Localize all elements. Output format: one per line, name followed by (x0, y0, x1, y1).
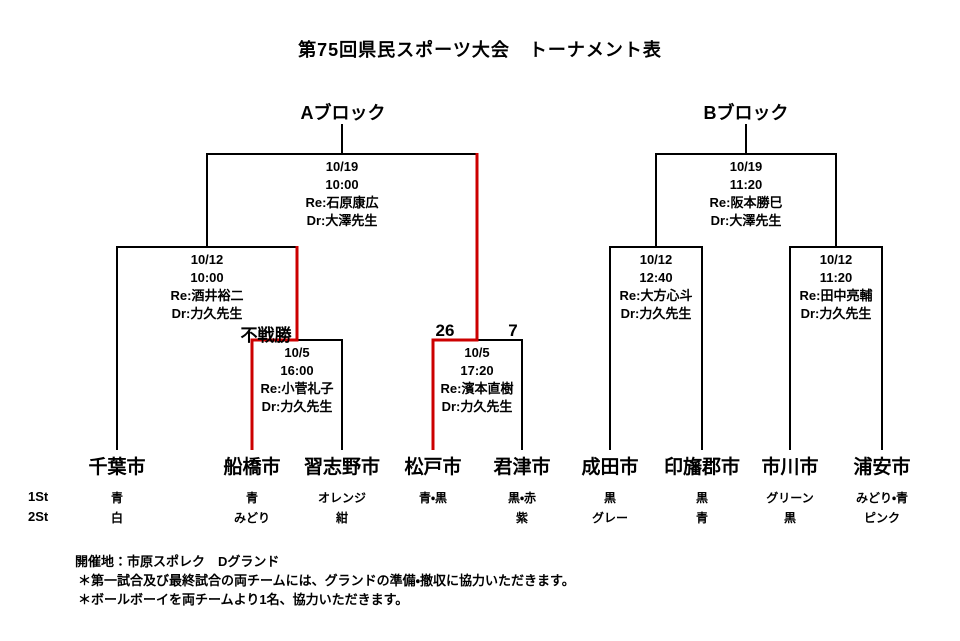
team-urayasu: 浦安市 (853, 457, 911, 478)
match-doctor: Dr:力久先生 (620, 306, 692, 321)
match-date: 10/12 (639, 252, 673, 267)
venue-note: 開催地：市原スポレク Dグランド (75, 554, 280, 569)
match-a-final: 10/19 10:00 Re:石原康広 Dr:大澤先生 (272, 158, 412, 230)
match-doctor: Dr:力久先生 (441, 399, 513, 414)
match-doctor: Dr:大澤先生 (306, 213, 378, 228)
match-date: 10/19 (729, 159, 763, 174)
uniform-1st: 青・黒 (418, 491, 448, 505)
match-doctor: Dr:大澤先生 (710, 213, 782, 228)
uniform-1st: 青 (110, 491, 123, 505)
footer-note-1: ＊第一試合及び最終試合の両チームには、グランドの準備・撤収に協力いただきます。 (78, 573, 575, 588)
match-b-semi-left: 10/12 12:40 Re:大方心斗 Dr:力久先生 (586, 251, 726, 323)
match-b-final: 10/19 11:20 Re:阪本勝巳 Dr:大澤先生 (676, 158, 816, 230)
uniform-row2-label: 2St (28, 509, 49, 524)
score-kimitsu: 7 (508, 321, 518, 340)
uniform-row1-label: 1St (28, 489, 49, 504)
uniform-2nd: 紺 (335, 511, 348, 525)
match-referee: Re:濱本直樹 (440, 381, 514, 396)
match-referee: Re:酒井裕二 (170, 288, 244, 303)
uniform-1st: 青 (245, 491, 258, 505)
uniform-2nd: みどり (233, 511, 270, 525)
match-a-semi: 10/12 10:00 Re:酒井裕二 Dr:力久先生 (137, 251, 277, 323)
match-time: 10:00 (190, 270, 224, 285)
match-doctor: Dr:力久先生 (800, 306, 872, 321)
match-date: 10/12 (819, 252, 853, 267)
uniform-1st: 黒 (695, 491, 708, 505)
uniform-1st: オレンジ (317, 491, 366, 505)
match-date: 10/5 (284, 345, 310, 360)
team-inba: 印旛郡市 (663, 457, 740, 478)
match-time: 12:40 (639, 270, 673, 285)
team-narashino: 習志野市 (303, 457, 380, 478)
uniform-2nd: 黒 (783, 511, 796, 525)
match-time: 17:20 (460, 363, 494, 378)
match-time: 16:00 (280, 363, 314, 378)
match-referee: Re:阪本勝巳 (709, 195, 783, 210)
match-a-round1-right: 10/5 17:20 Re:濱本直樹 Dr:力久先生 (407, 344, 547, 416)
winner-path-matsudo (431, 153, 479, 450)
match-time: 11:20 (819, 270, 853, 285)
match-time: 11:20 (729, 177, 763, 192)
match-a-round1-left: 10/5 16:00 Re:小菅礼子 Dr:力久先生 (227, 344, 367, 416)
team-ichikawa: 市川市 (761, 457, 819, 478)
team-narita: 成田市 (581, 457, 639, 478)
uniform-1st: みどり・青 (855, 491, 909, 505)
uniform-1st: 黒・赤 (507, 491, 537, 505)
uniform-2nd: ピンク (863, 511, 900, 525)
uniform-2nd: 紫 (515, 511, 528, 525)
uniform-1st: 黒 (603, 491, 616, 505)
match-doctor: Dr:力久先生 (171, 306, 243, 321)
match-time: 10:00 (325, 177, 359, 192)
team-matsudo: 松戸市 (404, 457, 462, 478)
match-referee: Re:大方心斗 (619, 288, 693, 303)
match-date: 10/12 (190, 252, 224, 267)
team-kimitsu: 君津市 (493, 457, 551, 478)
match-referee: Re:石原康広 (305, 195, 379, 210)
uniform-2nd: 白 (110, 511, 123, 525)
match-referee: Re:田中亮輔 (799, 288, 873, 303)
uniform-2nd: グレー (591, 511, 628, 525)
team-funabashi: 船橋市 (223, 457, 281, 478)
match-date: 10/5 (464, 345, 490, 360)
match-date: 10/19 (325, 159, 359, 174)
block-b-label: Bブロック (703, 103, 789, 123)
footer-note-2: ＊ボールボーイを両チームより1名、協力いただきます。 (78, 592, 409, 607)
uniform-1st: グリーン (766, 491, 814, 505)
match-b-semi-right: 10/12 11:20 Re:田中亮輔 Dr:力久先生 (766, 251, 906, 323)
walkover-note: 不戦勝 (240, 326, 292, 345)
score-matsudo: 26 (435, 321, 455, 340)
match-doctor: Dr:力久先生 (261, 399, 333, 414)
winner-path-funabashi (250, 246, 299, 450)
team-chiba: 千葉市 (88, 457, 146, 478)
block-a-label: Aブロック (300, 103, 386, 123)
uniform-2nd: 青 (695, 511, 708, 525)
page-title: 第75回県民スポーツ大会 トーナメント表 (298, 40, 662, 60)
match-referee: Re:小菅礼子 (260, 381, 334, 396)
